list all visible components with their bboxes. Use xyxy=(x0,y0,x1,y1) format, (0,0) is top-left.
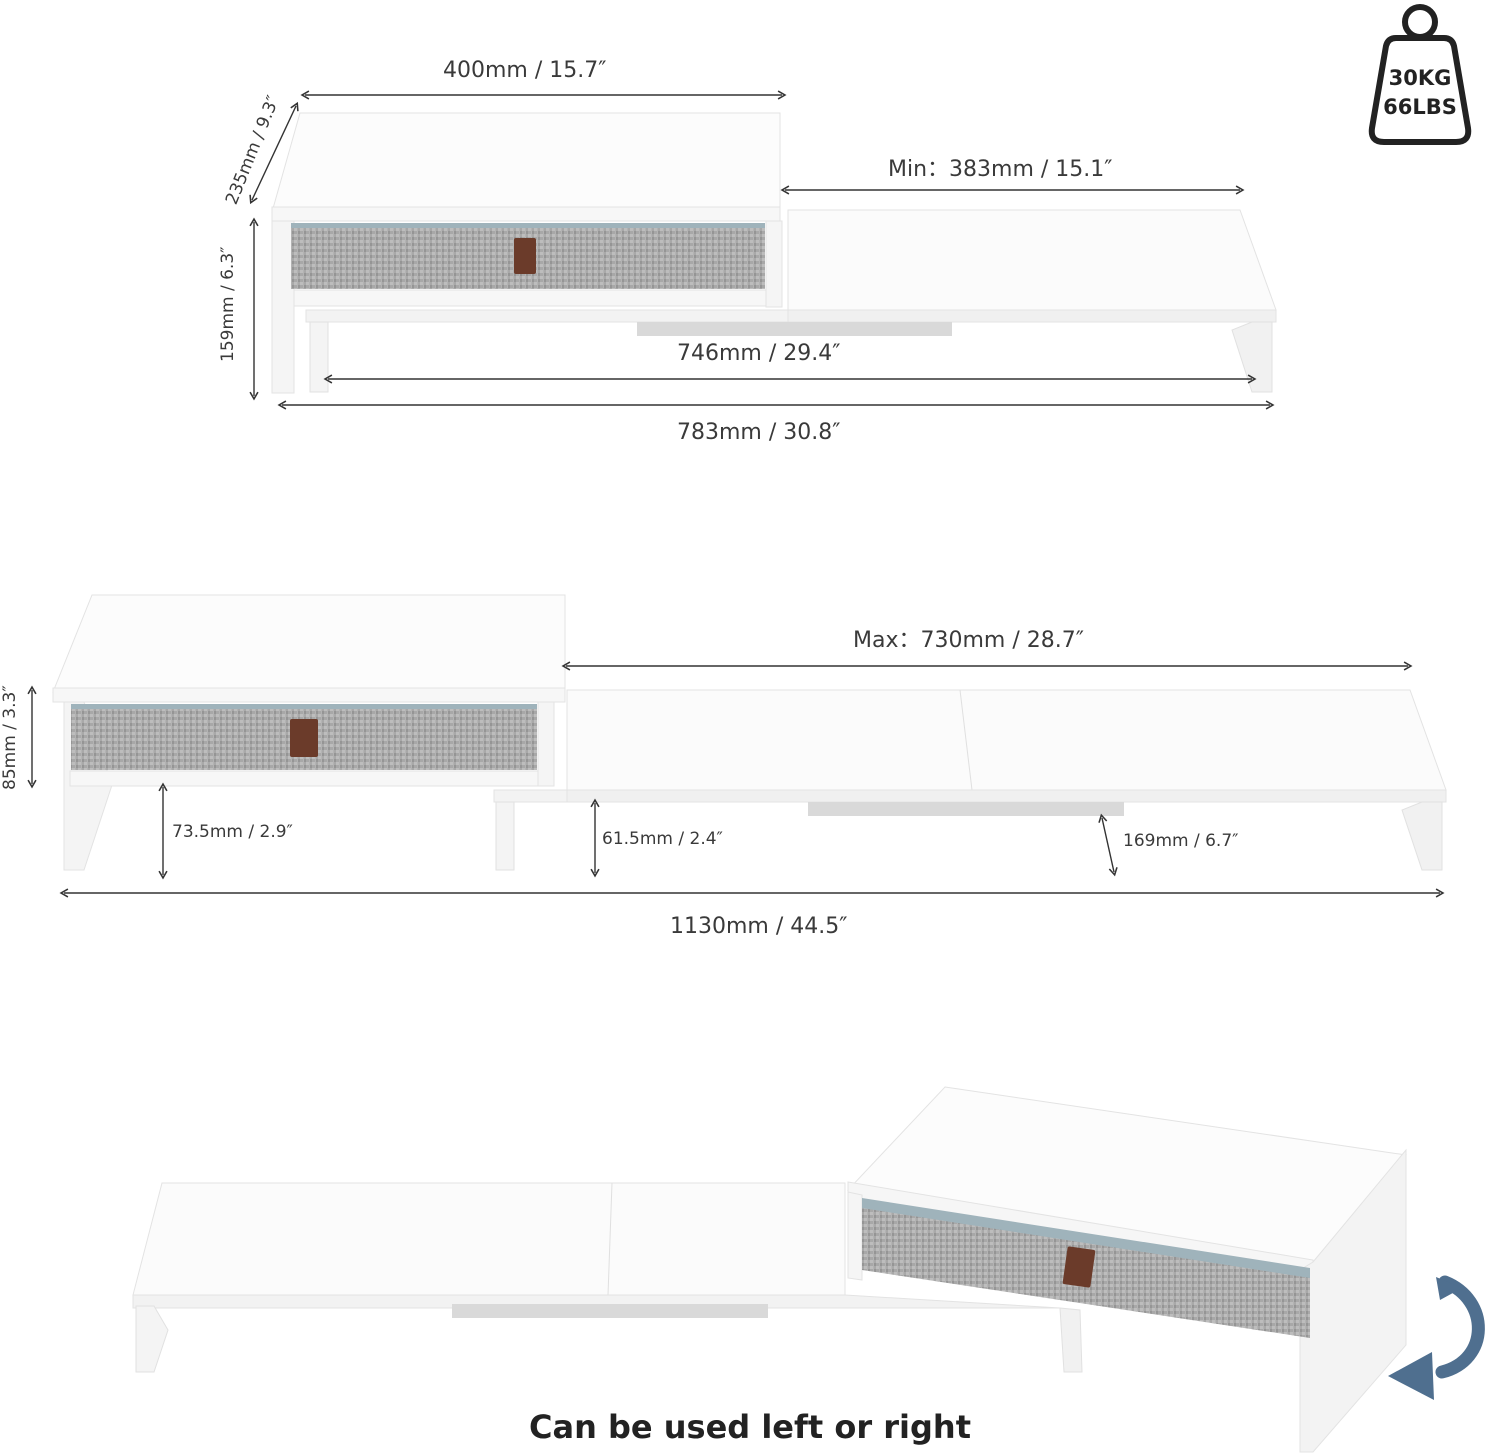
drawer-unit-top xyxy=(52,594,566,693)
leg xyxy=(309,321,329,393)
drawer-unit-top xyxy=(271,112,781,213)
weight-lbs: 66LBS xyxy=(1383,95,1457,119)
drawer-height-label: 85mm / 3.3″ xyxy=(0,685,20,790)
extension-shelf xyxy=(566,689,1447,791)
inner-width-label: 746mm / 29.4″ xyxy=(677,341,841,366)
height-label: 159mm / 6.3″ xyxy=(218,246,238,363)
min-extension-label: Min：383mm / 15.1″ xyxy=(888,157,1113,182)
stand-extended xyxy=(27,594,1447,898)
leg xyxy=(1401,801,1443,871)
drawer-pull xyxy=(514,238,536,274)
leg xyxy=(495,801,515,871)
weight-icon xyxy=(1368,4,1472,145)
extension-shelf xyxy=(787,209,1277,311)
rotate-arrow-icon xyxy=(1388,1275,1485,1400)
caption: Can be used left or right xyxy=(529,1408,971,1446)
slide-rail xyxy=(808,802,1124,816)
extension-shelf xyxy=(132,1182,846,1296)
shelf-height-label: 169mm / 6.7″ xyxy=(1123,831,1239,851)
drawer-pull xyxy=(1062,1246,1096,1288)
leg xyxy=(1231,321,1273,393)
drawer-clearance-label: 73.5mm / 2.9″ xyxy=(172,822,293,842)
stand-reversed xyxy=(132,1086,1485,1453)
weight-capacity-badge: 30KG 66LBS xyxy=(1368,0,1472,146)
total-width-extended-label: 1130mm / 44.5″ xyxy=(670,914,848,939)
leg xyxy=(1059,1307,1083,1373)
leg xyxy=(135,1305,169,1373)
drawer-pull xyxy=(290,719,318,757)
stand-collapsed xyxy=(249,90,1277,410)
max-extension-label: Max：730mm / 28.7″ xyxy=(853,628,1084,653)
shelf-clearance-label: 61.5mm / 2.4″ xyxy=(602,829,723,849)
total-width-collapsed-label: 783mm / 30.8″ xyxy=(677,420,841,445)
slide-rail xyxy=(637,322,952,336)
top-width-label: 400mm / 15.7″ xyxy=(443,58,607,83)
weight-kg: 30KG xyxy=(1388,66,1452,90)
slide-rail xyxy=(452,1304,768,1318)
